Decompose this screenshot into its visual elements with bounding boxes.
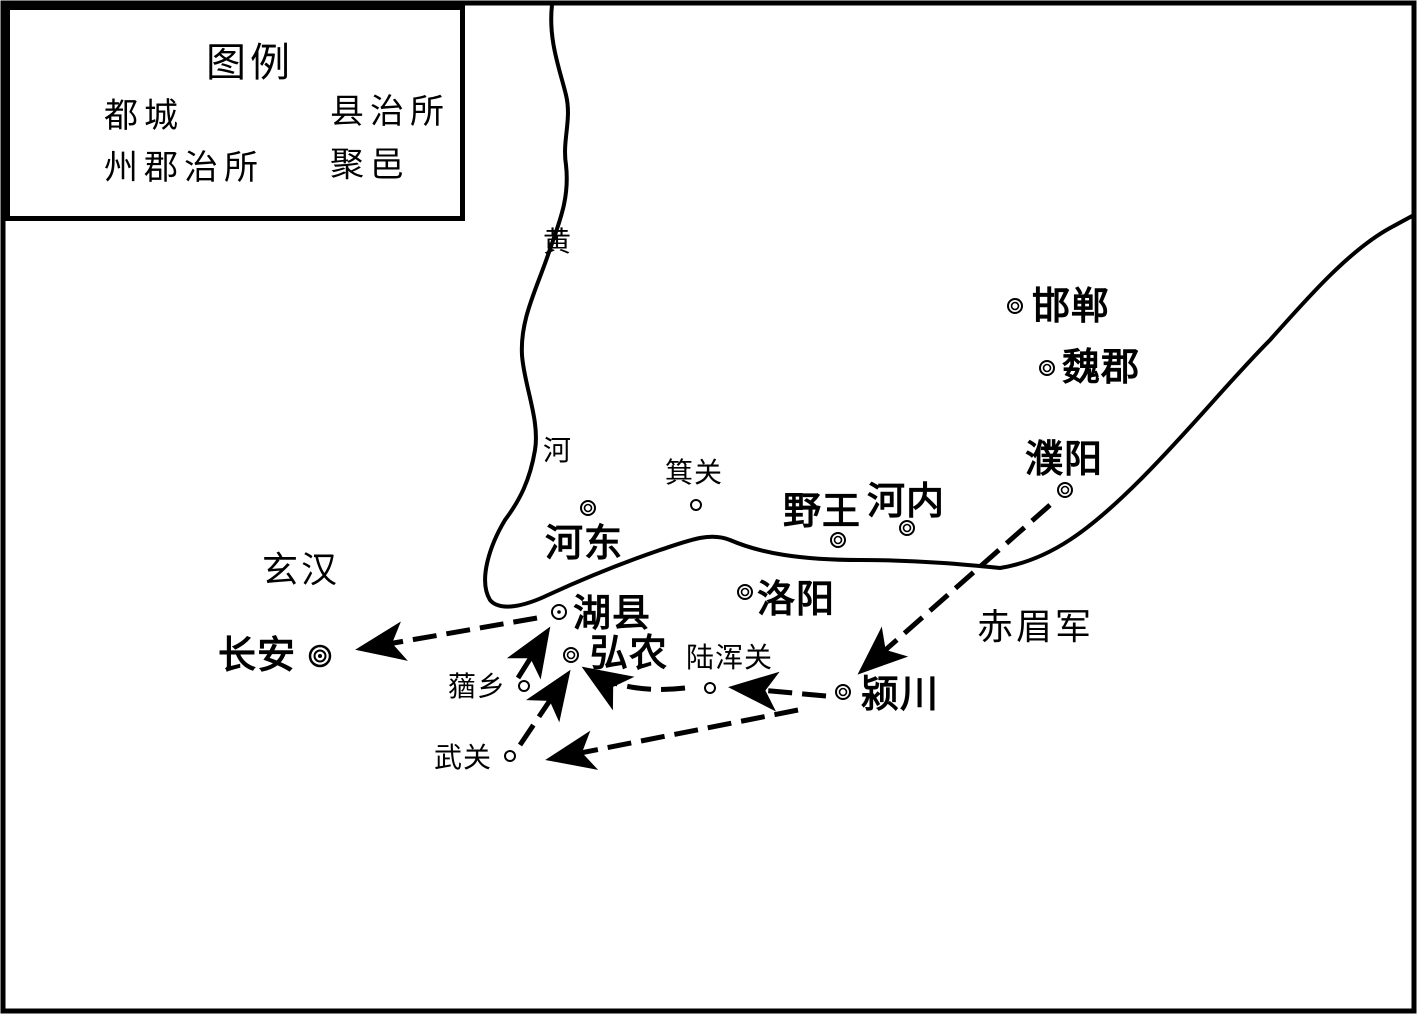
- marker-henei: [899, 520, 915, 536]
- marker-luoyang: [737, 584, 753, 600]
- place-label-jiguan: 箕关: [665, 456, 724, 489]
- marker-yewang: [830, 532, 846, 548]
- marker-hedong: [580, 500, 596, 516]
- place-label-puyang: 濮阳: [1025, 437, 1104, 481]
- arrow-yingchuan-to-luhunguan: [728, 671, 827, 712]
- place-label-yewang: 野王: [783, 489, 862, 533]
- faction-label-chimei: 赤眉军: [977, 607, 1095, 648]
- place-label-hedong: 河东: [545, 521, 624, 565]
- faction-label-xuanhan: 玄汉: [262, 550, 341, 591]
- legend-label-town: 聚邑: [330, 145, 410, 185]
- place-label-mouxiang: 蕕乡: [448, 670, 507, 703]
- place-markers: [308, 298, 1073, 762]
- place-label-huxian: 湖县: [573, 591, 652, 635]
- place-label-luhunguan: 陆浑关: [686, 641, 774, 674]
- arrow-mouxiang-to-huxian: [506, 626, 551, 680]
- marker-yingchuan: [835, 684, 851, 700]
- river-label-huang: 黄: [543, 225, 572, 258]
- river-label-he: 河: [543, 434, 572, 467]
- arrow-wuguan-to-hongnong: [517, 669, 571, 747]
- legend-title: 图例: [206, 40, 294, 86]
- place-label-henei: 河内: [867, 479, 946, 523]
- place-label-luoyang: 洛阳: [757, 577, 836, 621]
- marker-luhunguan: [704, 682, 716, 694]
- marker-wuguan: [504, 750, 516, 762]
- legend-label-county-seat: 县治所: [330, 92, 450, 132]
- marker-handan: [1007, 298, 1023, 314]
- marker-puyang: [1057, 482, 1073, 498]
- marker-changan: [308, 644, 332, 668]
- marker-weijun: [1039, 360, 1055, 376]
- place-label-yingchuan: 颍川: [861, 672, 940, 716]
- marker-jiguan: [690, 499, 702, 511]
- arrow-huxian-to-changan: [355, 615, 538, 661]
- place-label-handan: 邯郸: [1032, 284, 1111, 328]
- arrow-luhunguan-to-hongnong: [581, 666, 686, 711]
- legend-label-capital: 都城: [104, 96, 184, 136]
- place-label-wuguan: 武关: [434, 741, 493, 774]
- place-label-weijun: 魏郡: [1062, 345, 1141, 389]
- yellow-river-line: [483, 3, 1416, 609]
- movement-arrows: [355, 503, 1052, 770]
- arrow-puyang-to-yingchuan: [857, 503, 1052, 675]
- legend-label-prefecture-seat: 州郡治所: [104, 148, 264, 188]
- marker-mouxiang: [518, 680, 530, 692]
- place-label-changan: 长安: [218, 633, 297, 677]
- arrow-yingchuan-to-wuguan: [545, 707, 799, 770]
- marker-huxian: [551, 604, 567, 620]
- marker-hongnong: [563, 647, 579, 663]
- legend: 图例 都城 县治所 州郡治所 聚邑: [5, 5, 465, 221]
- place-label-hongnong: 弘农: [590, 631, 669, 675]
